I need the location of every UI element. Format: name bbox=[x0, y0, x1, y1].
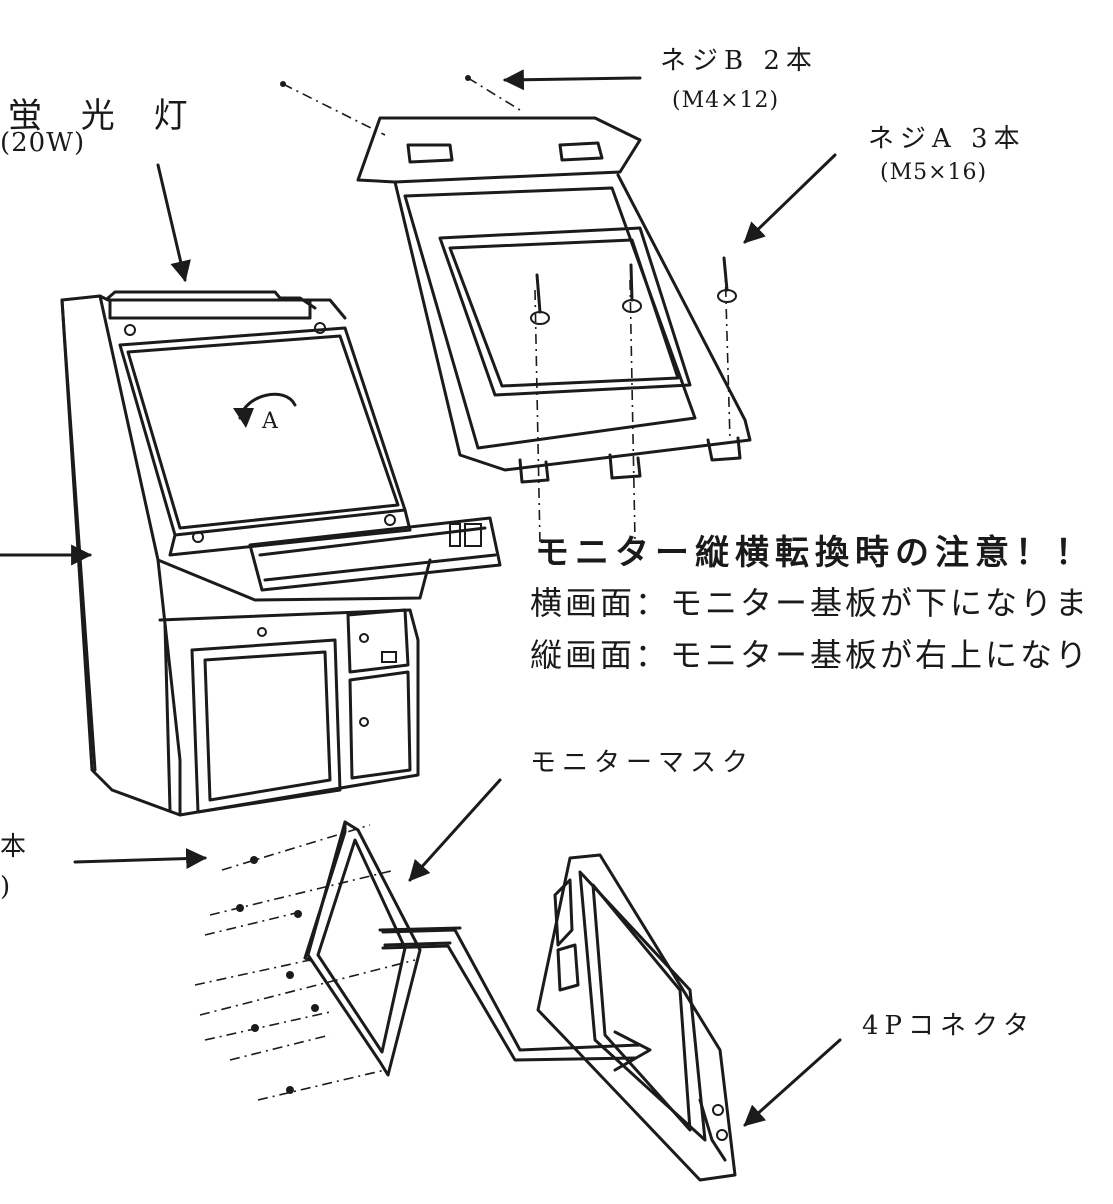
screw-a-spec: (M5×16) bbox=[880, 160, 988, 185]
front-panel-upper bbox=[356, 116, 752, 546]
screw-b-arrow bbox=[502, 69, 642, 91]
monitor-mask-label: モニターマスク bbox=[530, 748, 755, 778]
rotate-arrow-icon bbox=[233, 408, 254, 428]
monitor-mask-frame bbox=[303, 820, 462, 1077]
screw-a-label: ネジA 3本 bbox=[868, 124, 1026, 154]
control-panel bbox=[248, 516, 502, 592]
fluorescent-watt-label: (20W) bbox=[0, 128, 86, 158]
left-screw-spec: ) bbox=[0, 872, 17, 902]
rotate-mark: A bbox=[261, 409, 279, 434]
screw-b-guide-2 bbox=[467, 77, 521, 111]
screw-b-label: ネジB 2本 bbox=[660, 46, 818, 76]
monitor: A bbox=[118, 326, 412, 557]
mask-screws bbox=[194, 824, 416, 1101]
screw-b-guide bbox=[282, 83, 386, 136]
front-panel-lower bbox=[536, 853, 737, 1182]
lamp-arrow bbox=[156, 163, 191, 283]
rotation-note-line1: 横画面：モニター基板が下になりま bbox=[530, 584, 1091, 622]
arcade-cabinet bbox=[60, 294, 432, 817]
connector-arrow bbox=[743, 1038, 842, 1127]
left-screw-arrow bbox=[73, 848, 208, 870]
connector-4p-label: 4Pコネクタ bbox=[862, 1011, 1035, 1041]
cable-arrow-icon bbox=[613, 1030, 652, 1072]
fluorescent-lamp-label: 蛍 光 灯 bbox=[8, 96, 202, 136]
rotation-note-title: モニター縦横転換時の注意！！ bbox=[535, 533, 1095, 573]
screw-b-spec: (M4×12) bbox=[672, 88, 780, 113]
rotation-note-line2: 縦画面：モニター基板が右上になり bbox=[530, 636, 1091, 674]
screw-a-arrow bbox=[743, 153, 837, 244]
fluorescent-lamp-unit bbox=[106, 290, 326, 336]
mask-arrow bbox=[408, 778, 502, 882]
cable-route bbox=[381, 928, 642, 1052]
left-screw-label: 本 bbox=[0, 832, 33, 862]
